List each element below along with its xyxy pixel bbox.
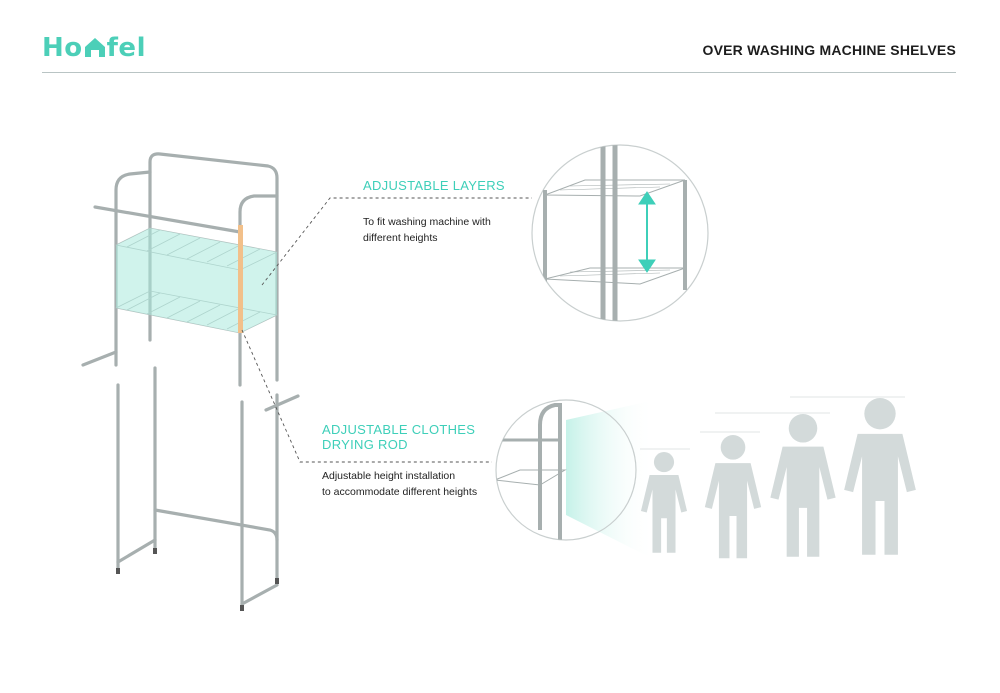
callout-lines <box>241 197 532 463</box>
logo-text-right: fel <box>106 33 146 63</box>
height-reference-lines <box>640 396 905 450</box>
detail-circle-rod <box>495 399 637 541</box>
feature-desc-rod-line2: to accommodate different heights <box>322 486 478 498</box>
feature-title-layers: ADJUSTABLE LAYERS <box>363 178 505 193</box>
detail-circle-layers <box>531 144 709 322</box>
feature-desc-rod: Adjustable height installation to accomm… <box>322 468 477 500</box>
feature-desc-rod-line1: Adjustable height installation <box>322 470 456 482</box>
logo-text-left: Ho <box>42 33 83 63</box>
feature-title-rod-line1: ADJUSTABLE CLOTHES <box>322 422 476 437</box>
people-height-comparison <box>640 398 916 559</box>
shelf-rack <box>81 152 300 609</box>
page-title: OVER WASHING MACHINE SHELVES <box>702 42 956 58</box>
house-logo-icon <box>84 38 105 57</box>
person-icon <box>770 414 836 557</box>
feature-desc-layers-line2: different heights <box>363 232 438 244</box>
person-icon <box>704 435 762 559</box>
double-arrow-icon <box>638 191 656 273</box>
height-beam <box>566 400 655 560</box>
feature-desc-layers-line1: To fit washing machine with <box>363 216 491 228</box>
feature-title-rod-line2: DRYING ROD <box>322 437 408 452</box>
adjustable-post-highlight <box>238 225 243 333</box>
header-divider <box>42 72 956 73</box>
feature-desc-layers: To fit washing machine with different he… <box>363 214 491 246</box>
person-icon <box>844 398 916 555</box>
adjustable-zone-highlight <box>116 228 277 333</box>
feature-title-rod: ADJUSTABLE CLOTHES DRYING ROD <box>322 422 475 452</box>
